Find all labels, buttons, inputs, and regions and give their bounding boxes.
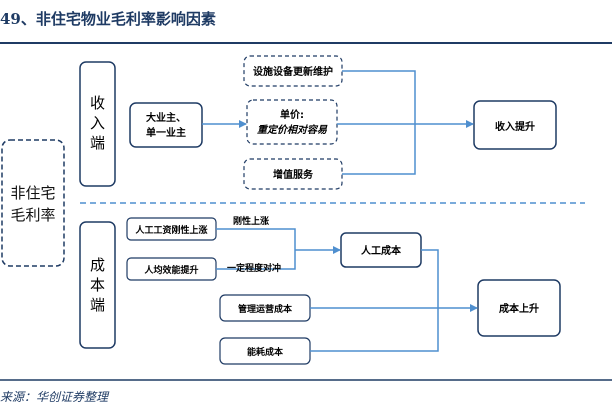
root-text-line2: 毛利率 <box>10 206 55 224</box>
source-note: 来源：华创证券整理 <box>0 390 109 404</box>
factor-mgmt-text: 管理运营成本 <box>238 303 293 315</box>
owner-node: 大业主、 单一业主 <box>129 102 203 148</box>
labor-cost-node: 人工成本 <box>340 232 422 268</box>
factor-upgrade-text: 设施设备更新维护 <box>253 65 333 78</box>
owner-line2: 单一业主 <box>146 126 186 139</box>
cost-side-char: 本 <box>90 276 105 294</box>
factor-upgrade-node: 设施设备更新维护 <box>243 55 343 87</box>
income-side-node: 收 入 端 <box>79 61 116 187</box>
income-side-char: 端 <box>90 134 105 152</box>
factor-energy-node: 能耗成本 <box>219 337 311 365</box>
root-text-line1: 非住宅 <box>10 184 55 202</box>
income-result-text: 收入提升 <box>495 120 535 133</box>
connector-labor-down <box>421 249 439 308</box>
cost-side-char: 端 <box>90 296 105 314</box>
connector-upgrade-to-result <box>342 70 416 124</box>
labor-cost-text: 人工成本 <box>361 244 402 257</box>
factor-price-line1: 单价: <box>280 108 304 121</box>
cost-side-node: 成 本 端 <box>79 221 116 349</box>
factor-price-line2: 重定价相对容易 <box>257 124 328 136</box>
factor-wage-text: 人工工资刚性上涨 <box>134 224 208 236</box>
cost-result-node: 成本上升 <box>477 279 561 337</box>
factor-energy-text: 能耗成本 <box>247 346 284 358</box>
factor-valueadded-text: 增值服务 <box>273 168 314 181</box>
income-side-char: 收 <box>90 94 105 112</box>
connector-valueadded-to-result <box>342 124 416 175</box>
edge-label-hedge: 一定程度对冲 <box>227 262 281 274</box>
figure-title: 49、非住宅物业毛利率影响因素 <box>0 10 216 28</box>
cost-result-text: 成本上升 <box>499 302 539 315</box>
factor-wage-node: 人工工资刚性上涨 <box>126 217 217 241</box>
root-node: 非住宅 毛利率 <box>1 139 65 267</box>
income-result-node: 收入提升 <box>473 100 557 150</box>
connector-wage-to-labor <box>216 228 296 250</box>
owner-line1: 大业主、 <box>146 111 186 124</box>
cost-connectors <box>216 228 478 352</box>
income-side-char: 入 <box>90 114 105 132</box>
income-connectors <box>202 70 474 175</box>
factor-valueadded-node: 增值服务 <box>243 158 343 190</box>
factor-efficiency-node: 人均效能提升 <box>126 257 217 281</box>
factor-price-node: 单价: 重定价相对容易 <box>246 99 338 145</box>
connector-efficiency-to-labor <box>216 250 296 270</box>
factor-efficiency-text: 人均效能提升 <box>143 264 198 276</box>
factor-mgmt-node: 管理运营成本 <box>219 294 311 322</box>
connector-energy-to-merge <box>310 308 439 352</box>
cost-side-char: 成 <box>90 256 105 274</box>
edge-label-rigid: 刚性上涨 <box>233 215 270 227</box>
